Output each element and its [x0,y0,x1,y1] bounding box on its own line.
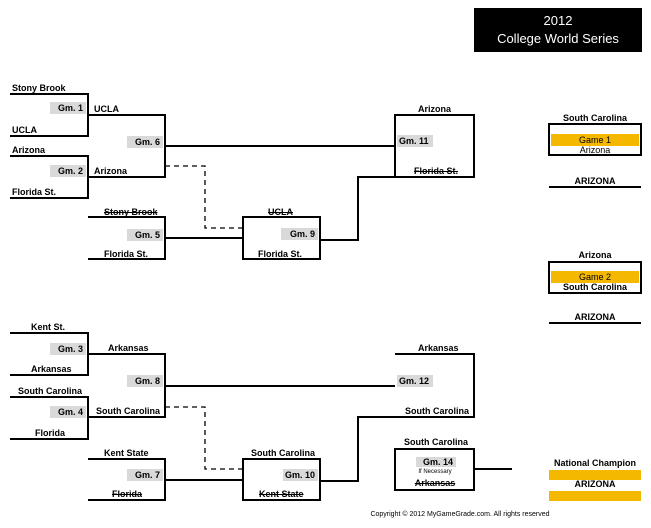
team-g5-top: Stony Brook [104,207,158,217]
game-label-g4: Gm. 4 [50,406,86,418]
title-text: College World Series [497,31,619,46]
team-g2-top: Arizona [12,145,46,155]
team-g14-top: South Carolina [404,437,469,447]
game-label-g10: Gm. 10 [283,469,318,481]
team-g3-bot: Arkansas [31,364,72,374]
game-label-g5: Gm. 5 [127,229,163,241]
champion-label: National Champion [553,458,636,468]
finals-game2-bot: South Carolina [562,282,627,292]
game-label-g1: Gm. 1 [50,102,86,114]
champion-name: ARIZONA [574,479,616,489]
title-year: 2012 [543,13,573,28]
team-g8-top: Arkansas [108,343,149,353]
team-g9-top: UCLA [268,207,293,217]
finals-line-game1 [548,123,642,156]
finals-game2-winner: ARIZONA [574,312,616,322]
game-label-g12: Gm. 12 [397,375,433,387]
game-label-g2: Gm. 2 [50,165,86,177]
team-g14-bot: Arkansas [414,478,456,488]
finals-game1-bot: Arizona [579,145,611,155]
champion-bar-bottom [549,491,641,501]
team-g11-bot: Florida St. [414,166,459,176]
loser-line-g8 [165,406,243,470]
team-g1-top: Stony Brook [12,83,66,93]
bracket-line-g11 [394,114,475,178]
champion-bar-top [549,470,641,480]
bracket-line-g14 [394,448,475,491]
finals-line-game2 [548,261,642,294]
finals-game2-label: Game 2 [551,271,639,283]
game-label-g3: Gm. 3 [50,343,86,355]
team-g11-top: Arizona [418,104,452,114]
team-g9-bot: Florida St. [258,249,303,259]
team-g4-bot: Florida [35,428,66,438]
game-label-g8: Gm. 8 [127,375,163,387]
bracket-line-g10-out [320,416,395,482]
game-label-g7: Gm. 7 [127,469,163,481]
bracket-line-g12 [395,353,475,418]
finals-game1-winner: ARIZONA [574,176,616,186]
loser-line-g6 [165,165,243,229]
game-label-g6: Gm. 6 [127,136,163,148]
finals-game1-top: South Carolina [562,113,627,123]
bracket-line-g10 [242,458,321,501]
team-g7-bot: Florida [112,489,143,499]
team-g6-bot: Arizona [94,166,128,176]
team-g3-top: Kent St. [31,322,66,332]
team-g7-top: Kent State [104,448,149,458]
team-g2-bot: Florida St. [12,187,57,197]
team-g10-top: South Carolina [251,448,316,458]
bracket-line-g9-out [320,176,395,241]
team-g5-bot: Florida St. [104,249,149,259]
title-box: 2012 College World Series [474,8,642,52]
bracket-line-g9 [242,216,321,260]
game-note-g14: If Necessary [418,469,452,475]
team-g8-bot: South Carolina [96,406,161,416]
team-g12-bot: South Carolina [405,406,470,416]
game-label-g9: Gm. 9 [281,228,318,240]
game-label-g11: Gm. 11 [397,135,433,147]
copyright-text: Copyright © 2012 MyGameGrade.com. All ri… [370,511,550,518]
team-g12-top: Arkansas [418,343,459,353]
game-label-g14: Gm. 14 [416,457,456,467]
team-g10-bot: Kent State [259,489,304,499]
team-g6-top: UCLA [94,104,119,114]
team-g1-bot: UCLA [12,125,37,135]
finals-game2-top: Arizona [578,250,612,260]
finals-game1-label: Game 1 [551,134,639,146]
team-g4-top: South Carolina [18,386,83,396]
